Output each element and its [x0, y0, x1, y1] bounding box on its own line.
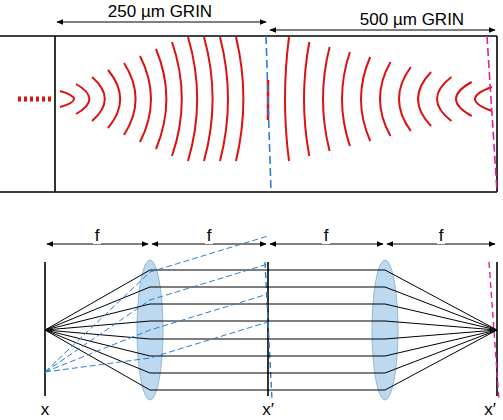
light-source — [18, 97, 52, 102]
wavefront — [399, 67, 411, 131]
ray — [45, 330, 497, 390]
wavefront — [60, 91, 74, 107]
focal-length-label: f — [205, 227, 214, 244]
plane-label: x′ — [482, 401, 498, 418]
plane-label: x′ — [260, 401, 276, 418]
wavefront — [323, 47, 330, 151]
ray — [45, 270, 497, 330]
wavefront — [172, 42, 182, 156]
ray — [45, 287, 497, 330]
dimension-label: 250 µm GRIN — [106, 3, 214, 20]
wavefront — [204, 37, 213, 161]
tilted-plane — [265, 262, 272, 400]
ray — [45, 236, 268, 372]
focal-length-label: f — [322, 227, 331, 244]
wavefront — [220, 37, 228, 161]
wavefront — [124, 63, 136, 135]
wavefront — [140, 56, 151, 142]
rays — [45, 270, 497, 390]
wavefront — [156, 49, 166, 149]
wavefront — [92, 77, 105, 121]
ray — [45, 294, 268, 372]
lens — [372, 260, 398, 400]
focal-length-label: f — [437, 227, 446, 244]
focal-length-label: f — [93, 227, 102, 244]
wavefront — [188, 37, 197, 161]
wavefront — [108, 70, 120, 128]
wavefront — [380, 62, 391, 136]
grin-housing — [0, 36, 497, 192]
ray — [45, 322, 268, 372]
wavefront — [456, 82, 472, 116]
focal-length-arrows — [47, 244, 495, 245]
ray — [45, 330, 497, 356]
wavefront — [437, 77, 451, 121]
dimension-label: 500 µm GRIN — [358, 11, 466, 28]
tilted-plane — [266, 36, 271, 192]
plane-label: x — [39, 401, 52, 418]
off-axis-rays — [45, 236, 268, 372]
ray — [45, 330, 497, 339]
wavefront — [76, 84, 89, 114]
wavefronts — [60, 37, 492, 161]
wavefront — [342, 52, 350, 146]
wavefront — [236, 37, 243, 161]
ray — [45, 264, 268, 372]
wavefront — [361, 57, 370, 141]
wavefront — [418, 72, 431, 126]
tilted-image-plane — [487, 36, 497, 192]
wavefront — [475, 87, 492, 111]
wavefront — [304, 42, 309, 156]
wavefront — [285, 37, 289, 161]
